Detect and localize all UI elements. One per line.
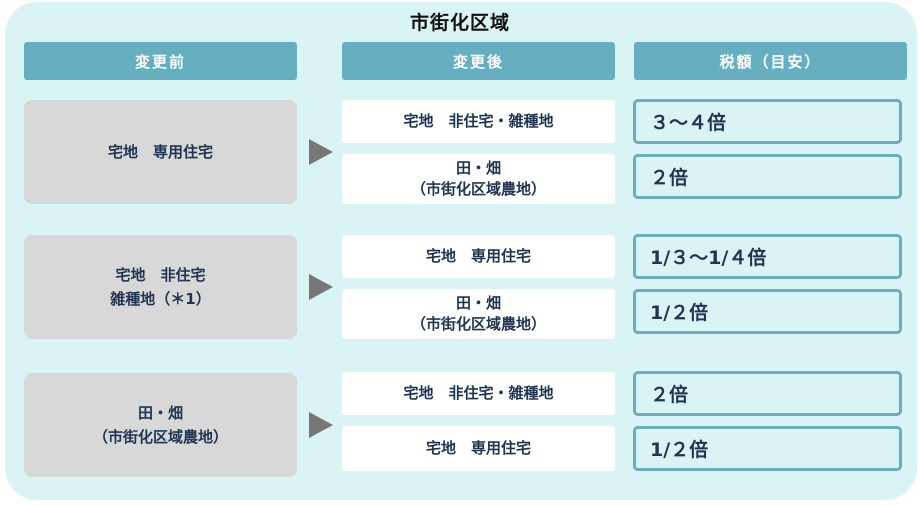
tax-box: ２倍 <box>633 154 902 199</box>
after-box: 宅地 非住宅・雑種地 <box>342 372 615 415</box>
arrow-right-icon <box>309 139 333 165</box>
tax-box: 1/３～1/４倍 <box>633 234 902 279</box>
after-box: 宅地 専用住宅 <box>342 235 615 278</box>
tax-box: 1/２倍 <box>633 289 902 334</box>
after-box: 田・畑 （市街化区域農地） <box>342 154 615 204</box>
tax-box: ２倍 <box>633 371 902 416</box>
header-tax: 税額（目安） <box>634 42 907 80</box>
tax-box: 1/２倍 <box>633 426 902 471</box>
tax-box: ３～４倍 <box>633 99 902 144</box>
diagram-title: 市街化区域 <box>409 12 510 34</box>
header-after: 変更後 <box>342 42 615 80</box>
before-box-nonresidential: 宅地 非住宅 雑種地（＊1） <box>24 235 297 339</box>
before-box-residential: 宅地 専用住宅 <box>24 100 297 204</box>
after-box: 田・畑 （市街化区域農地） <box>342 289 615 339</box>
after-box: 宅地 専用住宅 <box>342 426 615 471</box>
header-before: 変更前 <box>24 42 297 80</box>
arrow-right-icon <box>309 412 333 438</box>
before-box-farmland: 田・畑 （市街化区域農地） <box>24 373 297 477</box>
arrow-right-icon <box>309 274 333 300</box>
after-box: 宅地 非住宅・雑種地 <box>342 100 615 143</box>
